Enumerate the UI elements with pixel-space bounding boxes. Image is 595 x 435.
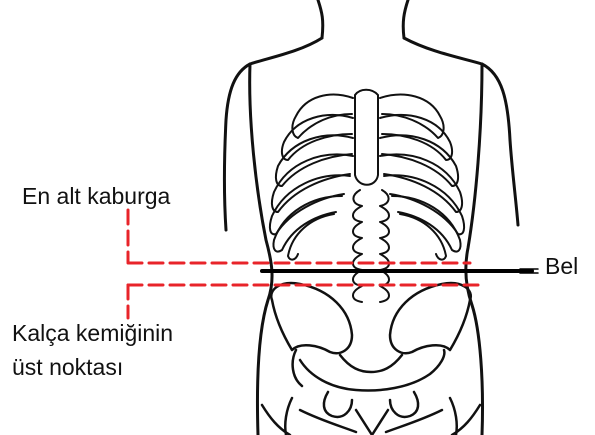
right-ribs xyxy=(380,95,464,260)
neck-outline xyxy=(318,0,408,38)
lowest-rib-label: En alt kaburga xyxy=(22,183,170,209)
sternum xyxy=(355,90,378,185)
left-ribs xyxy=(270,95,353,260)
left-shoulder-arm xyxy=(225,38,323,230)
hip-bone-label-line1: Kalça kemiğinin xyxy=(12,320,173,346)
waist-label: Bel xyxy=(545,253,578,279)
pelvis xyxy=(262,283,480,435)
hip-bone-label-line2: üst noktası xyxy=(12,354,123,380)
torso-right-side xyxy=(466,64,483,435)
torso-left-side xyxy=(250,64,272,435)
